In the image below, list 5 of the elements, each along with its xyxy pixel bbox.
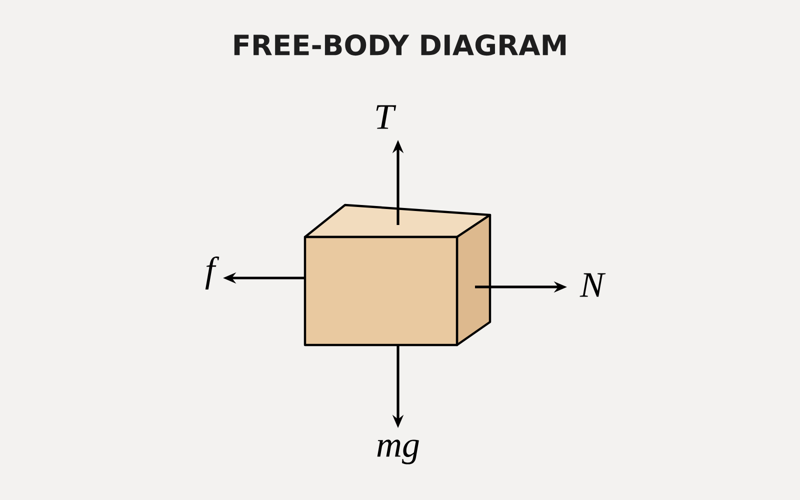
force-label: N — [580, 273, 606, 297]
title: FREE-BODY DIAGRAM — [234, 34, 566, 56]
force-label: f — [205, 256, 220, 290]
force-label: T — [376, 105, 396, 129]
force-label: mg — [377, 440, 419, 464]
